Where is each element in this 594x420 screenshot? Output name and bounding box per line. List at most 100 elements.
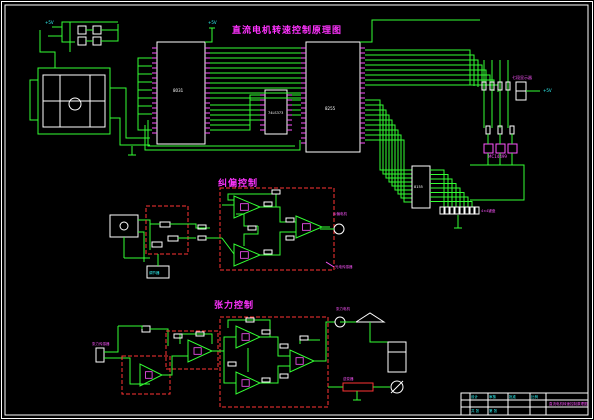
swing-amp-resistor — [247, 225, 257, 231]
title-block-name: 直流电机转速控制原理图 — [549, 401, 588, 406]
tension-amp-resistor — [227, 361, 237, 367]
bus-wire — [365, 119, 412, 187]
title-block-cell: 审核 — [489, 394, 497, 399]
pio-right-pins — [360, 47, 365, 144]
display-driver-block — [470, 60, 540, 201]
cpu-chip: 8031 — [152, 41, 210, 145]
drive-motor-symbol — [68, 97, 82, 111]
io-wire — [430, 196, 469, 207]
bus-wire — [137, 57, 152, 60]
swing-opamp-body — [240, 251, 249, 259]
bus-wire — [137, 73, 152, 76]
pio-left-pins — [301, 47, 306, 144]
tension-amp-wire — [314, 321, 335, 362]
opto-coupler-block — [39, 21, 119, 68]
h-bridge-driver — [29, 67, 150, 146]
swing-motor-symbol — [333, 223, 345, 235]
bus-wire — [365, 74, 491, 90]
title-block-cell: 第 张 — [489, 408, 498, 413]
vcc-label-left: +5V — [45, 20, 54, 25]
swing-opamps — [221, 189, 330, 267]
keyboard-label: 4×4键盘 — [481, 208, 496, 213]
tension-sensor-block — [95, 325, 169, 385]
swing-amp-wire — [260, 231, 296, 256]
display-resistor — [497, 81, 503, 91]
tension-amp-resistor — [173, 333, 183, 339]
display-line — [470, 164, 525, 201]
latch-chip: 74LS373 — [260, 89, 292, 135]
swing-amp-resistor — [285, 217, 295, 223]
swing-preamp-parts — [150, 221, 210, 248]
cpu-right-pins — [205, 47, 210, 134]
io-wire — [430, 192, 465, 207]
title-block-cell: 比例 — [531, 394, 539, 399]
bus-wire — [137, 97, 152, 100]
title-block — [460, 392, 589, 416]
bus-wire — [137, 81, 152, 84]
transistor-box — [495, 143, 506, 154]
swing-opamp-body — [302, 223, 311, 231]
tension-amp-resistor — [299, 335, 309, 341]
pio-label: 8255 — [325, 106, 336, 111]
io-wire — [430, 169, 445, 207]
tension-title: 张力控制 — [214, 301, 255, 311]
io-chip-wires — [430, 169, 473, 207]
tension-opamp-body — [295, 357, 304, 365]
latch-pins — [260, 94, 292, 131]
transistor-box — [507, 143, 518, 154]
tension-opamp-body — [193, 347, 202, 355]
tension-opamp — [187, 339, 214, 363]
latch-label: 74LS373 — [268, 111, 283, 115]
tension-amplifier-box — [219, 316, 329, 408]
vcc-rail-top — [205, 19, 480, 43]
display-resistor — [509, 125, 515, 135]
cpu-left-pins — [152, 47, 157, 134]
title-block-cell: 批准 — [509, 394, 517, 399]
title-block-cell: 设计 — [471, 394, 479, 399]
tension-opamp — [289, 349, 316, 373]
tension-amp-resistor — [279, 373, 289, 379]
swing-control-section: 调节器 纠偏电机 光电传感器 — [109, 187, 353, 279]
swing-amp-wire — [260, 206, 296, 223]
tension-amp-wire — [299, 339, 320, 344]
swing-regulator-label: 调节器 — [149, 270, 160, 275]
bus-wire — [210, 119, 260, 131]
tension-amp-resistor — [245, 317, 255, 323]
bus-wire — [137, 113, 152, 116]
io-wire — [430, 183, 457, 207]
ground-symbol — [128, 146, 462, 229]
swing-title: 纠偏控制 — [218, 179, 259, 189]
main-title: 直流电机转速控制原理图 — [232, 26, 343, 36]
swing-opamp-body — [240, 203, 249, 211]
io-wire — [430, 178, 453, 207]
tension-motor-label: 张力电机 — [336, 306, 350, 311]
display-resistor — [485, 125, 491, 135]
keyboard-pin — [469, 206, 475, 215]
bus-wire — [137, 89, 152, 92]
transistor-box — [483, 143, 494, 154]
swing-input-resistors — [197, 224, 222, 241]
display-resistor — [481, 81, 487, 91]
io-chip: 8155 — [411, 165, 431, 209]
bus-wire — [365, 134, 412, 199]
tension-amp-wire — [227, 319, 271, 337]
bus-wire — [137, 58, 152, 131]
bus-wire — [147, 120, 295, 147]
tension-filter-box — [165, 330, 219, 370]
vcc-label-right: +5V — [543, 88, 552, 93]
swing-amp-resistor — [263, 249, 273, 255]
bus-wire — [365, 109, 412, 179]
swing-opamp — [233, 195, 262, 219]
inverter-label: 逆变器 — [343, 376, 354, 381]
tension-opamps — [139, 317, 335, 395]
swing-amp-wire — [221, 237, 235, 255]
tension-amp-resistor — [261, 329, 271, 335]
keyboard-connector — [439, 206, 480, 215]
bus-wire — [137, 105, 152, 108]
io-chip-label: 8155 — [414, 185, 423, 189]
tension-sensor-label: 张力传感器 — [92, 341, 110, 346]
bus-wire — [365, 49, 471, 85]
tension-amp-wire — [260, 336, 290, 357]
tension-amp-wire — [223, 351, 236, 384]
